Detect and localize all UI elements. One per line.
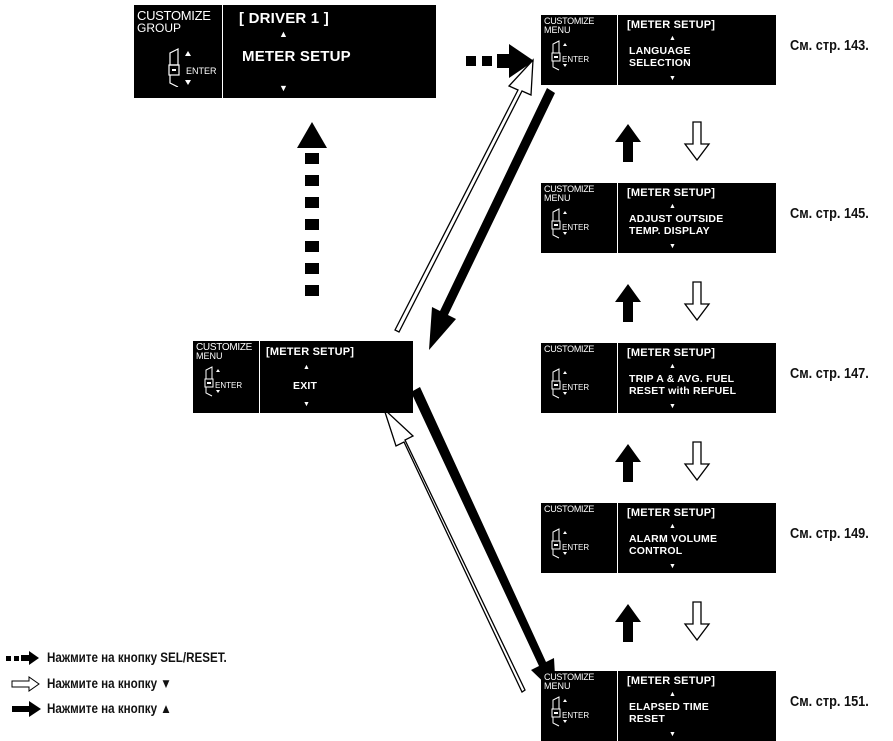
- scroll-up-icon: ▲: [669, 363, 676, 370]
- menu-item-line-1: TRIP A & AVG. FUEL: [629, 373, 735, 385]
- legend-solid-arrow-icon: [12, 701, 41, 717]
- page-reference: См. стр. 145.: [790, 206, 869, 222]
- scroll-up-icon: ▲: [669, 203, 676, 210]
- hollow-arrow-elapsed-to-exit: [382, 406, 526, 693]
- control-switch-icon: [550, 37, 590, 76]
- arrow-pair-2: [615, 281, 710, 322]
- scroll-down-icon: ▼: [669, 403, 676, 410]
- control-switch-icon: [550, 525, 590, 564]
- legend-down-text: Нажмите на кнопку ▼: [47, 676, 172, 691]
- scroll-down-icon: ▼: [669, 243, 676, 250]
- solid-arrow-exit-to-elapsed: [411, 387, 556, 694]
- menu-item: METER SETUP: [242, 48, 351, 65]
- arrow-pair-1: [615, 121, 710, 162]
- legend-up-text: Нажмите на кнопку ▲: [47, 701, 172, 716]
- enter-label: ENTER: [215, 381, 243, 390]
- menu-screen-alarm-volume: CUSTOMIZE ENTER [METER SETUP] ▲ ALARM VOLUME…: [541, 503, 776, 573]
- menu-item: EXIT: [293, 380, 318, 392]
- page-reference: См. стр. 149.: [790, 526, 869, 542]
- scroll-up-icon: ▲: [669, 35, 676, 42]
- legend-hollow-arrow-icon: [11, 676, 40, 692]
- display-title: [ DRIVER 1 ]: [239, 10, 329, 27]
- hollow-arrow-exit-to-language: [394, 58, 534, 333]
- scroll-down-icon: ▼: [279, 83, 288, 93]
- customize-label: CUSTOMIZE: [196, 342, 253, 353]
- customize-label: CUSTOMIZE: [544, 344, 595, 354]
- enter-label: ENTER: [562, 543, 590, 552]
- menu-item-line-2: TEMP. DISPLAY: [629, 225, 710, 237]
- menu-screen-trip-a-reset: CUSTOMIZE ENTER [METER SETUP] ▲ TRIP A & AVG…: [541, 343, 776, 413]
- page-reference: См. стр. 147.: [790, 366, 869, 382]
- display-title: [METER SETUP]: [266, 346, 355, 358]
- scroll-up-icon: ▲: [669, 691, 676, 698]
- menu-label: MENU: [196, 351, 223, 361]
- menu-label: MENU: [544, 25, 571, 35]
- menu-item-line-1: ELAPSED TIME: [629, 701, 709, 713]
- control-switch-icon: [550, 205, 590, 244]
- customize-label: CUSTOMIZE: [544, 504, 595, 514]
- arrow-pair-3: [615, 441, 710, 482]
- menu-item-line-2: RESET with REFUEL: [629, 385, 737, 397]
- control-switch-icon: [550, 693, 590, 732]
- control-switch-icon: [166, 43, 222, 92]
- page-reference: См. стр. 143.: [790, 38, 869, 54]
- group-label: GROUP: [137, 21, 182, 35]
- enter-label: ENTER: [562, 223, 590, 232]
- page-reference: См. стр. 151.: [790, 694, 869, 710]
- display-title: [METER SETUP]: [627, 19, 716, 31]
- dashed-up-arrow: [297, 122, 327, 296]
- arrow-pair-4: [615, 601, 710, 642]
- display-title: [METER SETUP]: [627, 187, 716, 199]
- scroll-down-icon: ▼: [669, 75, 676, 82]
- menu-label: MENU: [544, 193, 571, 203]
- enter-label: ENTER: [562, 383, 590, 392]
- legend-sel-reset-text: Нажмите на кнопку SEL/RESET.: [47, 650, 227, 665]
- scroll-down-icon: ▼: [669, 563, 676, 570]
- customize-label: CUSTOMIZE: [137, 8, 211, 23]
- exit-display-screen: CUSTOMIZE MENU ENTER [METER SETUP] ▲ EXI…: [193, 341, 413, 413]
- scroll-up-icon: ▲: [669, 523, 676, 530]
- dashed-right-arrow: [466, 44, 534, 78]
- menu-item-line-2: CONTROL: [629, 545, 683, 557]
- display-title: [METER SETUP]: [627, 347, 716, 359]
- menu-label: MENU: [544, 681, 571, 691]
- scroll-up-icon: ▲: [303, 364, 310, 371]
- menu-item-line-1: ADJUST OUTSIDE: [629, 213, 724, 225]
- customize-label: CUSTOMIZE: [544, 184, 595, 194]
- customize-label: CUSTOMIZE: [544, 16, 595, 26]
- display-title: [METER SETUP]: [627, 507, 716, 519]
- scroll-down-icon: ▼: [669, 731, 676, 738]
- control-switch-icon: [203, 363, 243, 402]
- control-switch-icon: [550, 365, 590, 404]
- scroll-up-icon: ▲: [279, 29, 288, 39]
- solid-arrow-language-to-exit: [429, 88, 555, 350]
- menu-item-line-2: RESET: [629, 713, 666, 725]
- enter-label: ENTER: [562, 55, 590, 64]
- enter-label: ENTER: [562, 711, 590, 720]
- enter-label: ENTER: [186, 66, 217, 76]
- menu-item-line-1: ALARM VOLUME: [629, 533, 718, 545]
- main-display-screen: CUSTOMIZE GROUP ENTER [ DRIVER 1 ] ▲ MET…: [134, 5, 436, 98]
- scroll-down-icon: ▼: [303, 401, 310, 408]
- display-title: [METER SETUP]: [627, 675, 716, 687]
- menu-item-line-2: SELECTION: [629, 57, 691, 69]
- menu-item-line-1: LANGUAGE: [629, 45, 691, 57]
- customize-label: CUSTOMIZE: [544, 672, 595, 682]
- legend-dashed-arrow-icon: [6, 651, 39, 665]
